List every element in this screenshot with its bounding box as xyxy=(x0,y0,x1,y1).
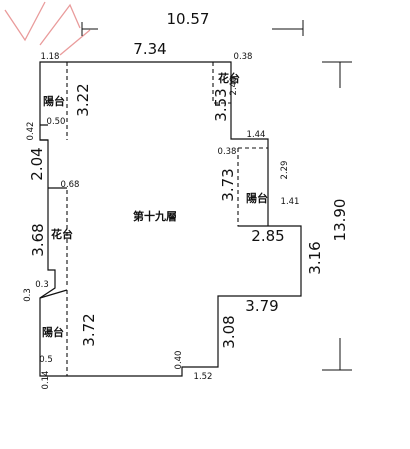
room-planter-left: 花台 xyxy=(51,227,73,241)
dim-left-small-a: 0.42 xyxy=(26,122,36,141)
room-planter-right: 花台 xyxy=(218,71,240,85)
dim-left-small-d: 0.3 xyxy=(35,280,49,290)
dim-top-right-small: 0.38 xyxy=(234,52,253,62)
dim-right-balcony-w: 1.41 xyxy=(281,197,300,207)
dim-left-small-b: 0.50 xyxy=(47,117,66,127)
dim-right-seg-3: 3.16 xyxy=(306,241,324,274)
dim-right-small: 0.38 xyxy=(218,147,237,157)
room-balcony-top: 陽台 xyxy=(43,94,65,108)
dim-right-step: 1.44 xyxy=(247,130,266,140)
outer-wall xyxy=(39,61,302,377)
dim-lower-right-w: 3.79 xyxy=(245,297,278,315)
dim-bottom-w: 1.52 xyxy=(194,372,213,382)
dim-top-left-offset: 1.18 xyxy=(41,52,60,62)
dim-left-small-g: 0.14 xyxy=(41,371,51,390)
dim-left-seg-3: 3.68 xyxy=(29,223,47,256)
dim-left-seg-1: 3.22 xyxy=(74,83,92,116)
dim-bottom-small: 0.40 xyxy=(174,351,184,370)
dim-right-notch: 2.85 xyxy=(251,227,284,245)
dim-right-seg-2b: 2.29 xyxy=(280,161,290,180)
dim-right-seg-1: 3.53 xyxy=(212,88,230,121)
planter-right-boundary xyxy=(212,62,231,104)
total-height-dimension xyxy=(322,61,352,371)
dim-left-small-e: 0.3 xyxy=(23,288,33,302)
balcony-right-boundary xyxy=(237,148,268,227)
dim-total-height: 13.90 xyxy=(331,199,349,242)
dim-left-seg-2: 2.04 xyxy=(28,147,46,180)
dim-lower-right-h: 3.08 xyxy=(220,315,238,348)
dim-top-edge: 7.34 xyxy=(133,40,166,58)
floor-label: 第十九層 xyxy=(133,209,177,223)
left-wall-notch xyxy=(39,124,68,299)
dim-left-small-c: 0.68 xyxy=(61,180,80,190)
dim-right-seg-2: 3.73 xyxy=(219,168,237,201)
dim-left-small-f: 0.5 xyxy=(39,355,53,365)
dim-left-seg-4: 3.72 xyxy=(80,313,98,346)
room-balcony-right: 陽台 xyxy=(246,191,268,205)
watermark-stamp xyxy=(4,1,91,56)
room-balcony-bottom: 陽台 xyxy=(42,325,64,339)
dim-right-seg-1b: 2.40 xyxy=(229,77,239,96)
total-width-dimension xyxy=(81,20,304,36)
dim-total-width: 10.57 xyxy=(167,10,210,28)
